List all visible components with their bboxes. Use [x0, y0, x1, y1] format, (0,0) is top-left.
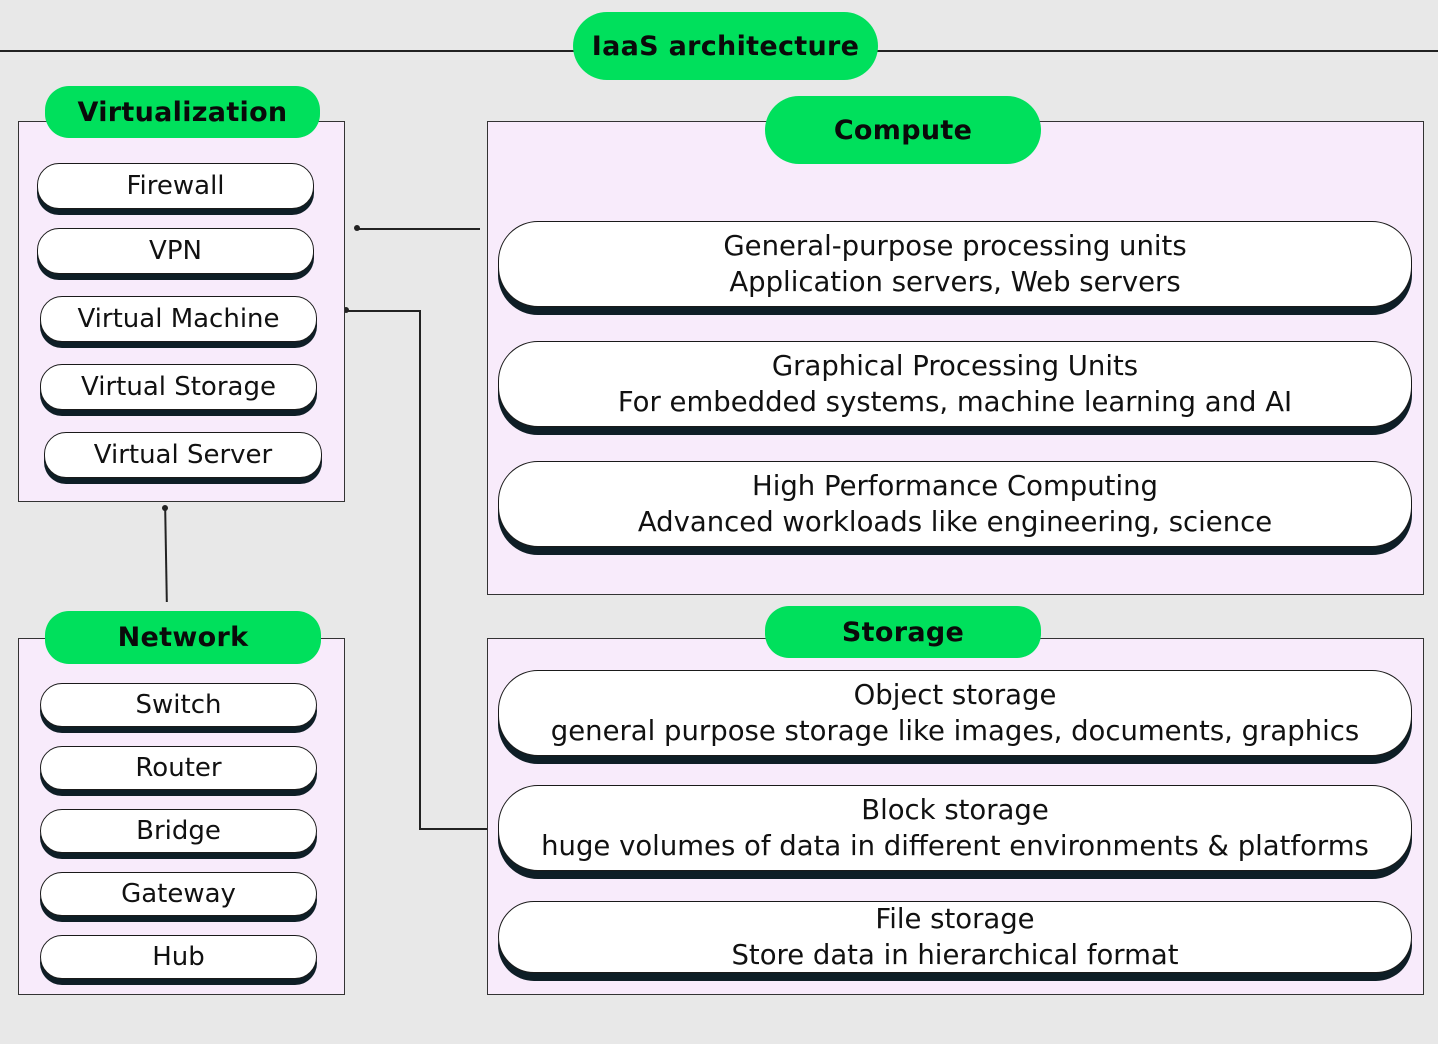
connector-dot: [354, 225, 360, 231]
storage-item-object: Object storage general purpose storage l…: [498, 670, 1412, 756]
storage-item-file: File storage Store data in hierarchical …: [498, 901, 1412, 973]
connector-virtualization-storage: [419, 828, 489, 830]
virtualization-item-firewall: Firewall: [37, 163, 314, 209]
network-item-gateway: Gateway: [40, 872, 317, 916]
network-label: Network: [45, 611, 321, 664]
virtualization-item-virtual-server: Virtual Server: [44, 432, 322, 478]
storage-item-title: Block storage: [861, 794, 1049, 826]
compute-item-desc: Advanced workloads like engineering, sci…: [637, 506, 1273, 538]
compute-item-hpc: High Performance Computing Advanced work…: [498, 461, 1412, 547]
virtualization-item-virtual-storage: Virtual Storage: [40, 364, 317, 410]
storage-item-desc: general purpose storage like images, doc…: [550, 715, 1360, 747]
network-item-router: Router: [40, 746, 317, 790]
compute-item-desc: Application servers, Web servers: [729, 266, 1181, 298]
compute-item-title: High Performance Computing: [752, 470, 1158, 502]
storage-item-title: Object storage: [853, 679, 1057, 711]
connector-virtualization-storage: [419, 310, 421, 829]
connector-virtualization-network: [164, 507, 168, 603]
connector-dot: [162, 505, 168, 511]
connector-virtualization-storage: [345, 310, 421, 312]
compute-item-general-purpose: General-purpose processing units Applica…: [498, 221, 1412, 307]
compute-item-title: Graphical Processing Units: [771, 350, 1139, 382]
storage-item-desc: huge volumes of data in different enviro…: [541, 830, 1369, 862]
storage-label: Storage: [765, 606, 1041, 658]
compute-label: Compute: [765, 96, 1041, 164]
network-item-hub: Hub: [40, 935, 317, 979]
virtualization-item-vpn: VPN: [37, 228, 314, 274]
storage-item-desc: Store data in hierarchical format: [731, 939, 1179, 971]
compute-item-gpu: Graphical Processing Units For embedded …: [498, 341, 1412, 427]
compute-item-desc: For embedded systems, machine learning a…: [617, 386, 1293, 418]
network-item-switch: Switch: [40, 683, 317, 727]
network-item-bridge: Bridge: [40, 809, 317, 853]
connector-virtualization-compute: [357, 228, 480, 230]
compute-item-title: General-purpose processing units: [723, 230, 1187, 262]
diagram-title: IaaS architecture: [573, 12, 878, 80]
virtualization-item-virtual-machine: Virtual Machine: [40, 296, 317, 342]
connector-dot: [343, 307, 349, 313]
storage-item-title: File storage: [875, 903, 1035, 935]
virtualization-label: Virtualization: [45, 86, 320, 138]
storage-item-block: Block storage huge volumes of data in di…: [498, 785, 1412, 871]
